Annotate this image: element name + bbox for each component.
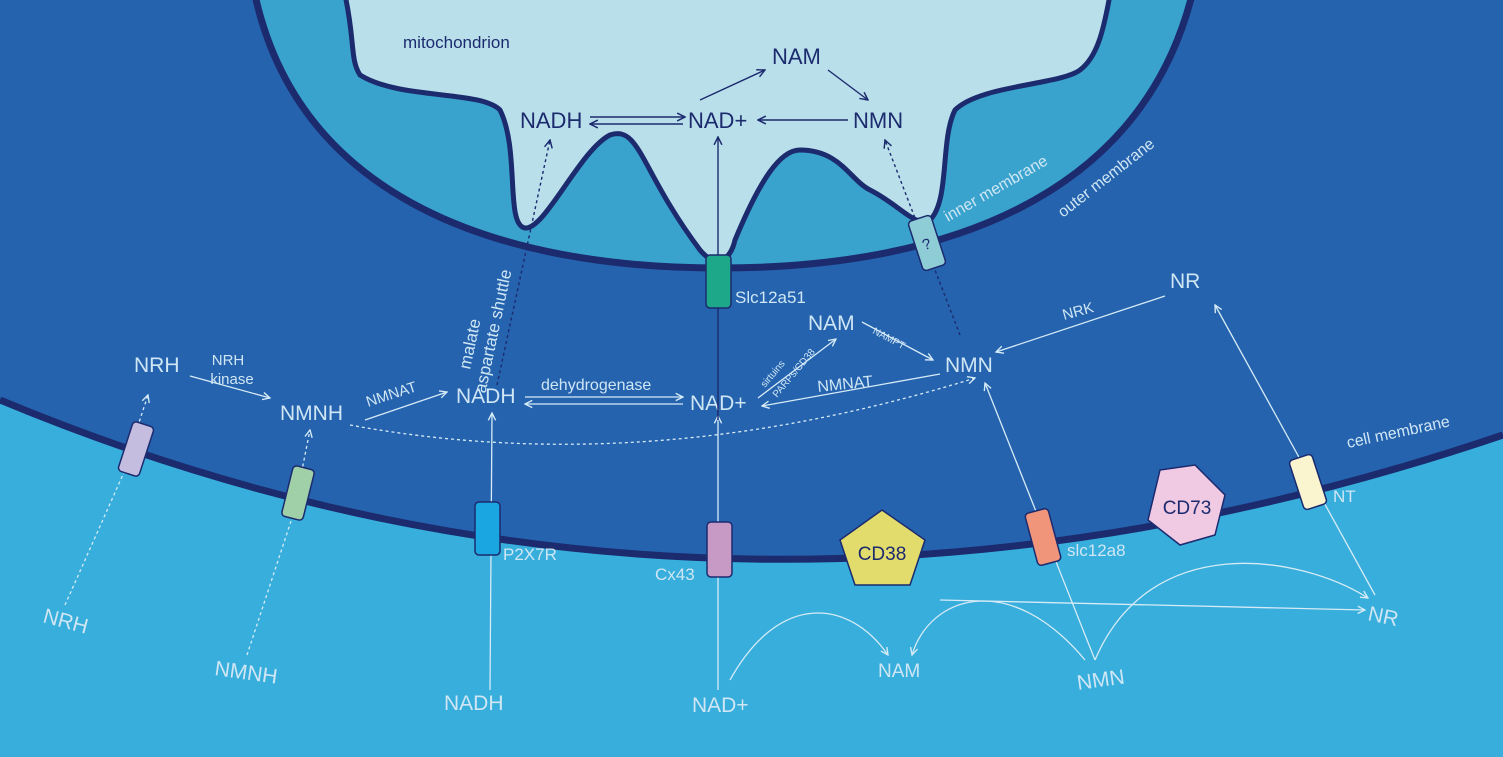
cd38-enzyme: CD38 [839, 509, 926, 586]
mito-nmn: NMN [853, 108, 903, 133]
nmnat-label-2: NMNAT [817, 373, 874, 396]
cx43-label: Cx43 [655, 565, 695, 584]
nr: NR [1170, 270, 1200, 293]
slc12a51-transporter [705, 254, 732, 309]
nmn: NMN [945, 354, 993, 377]
slc12a8-label: slc12a8 [1067, 541, 1126, 560]
nrh-transporter [117, 421, 155, 477]
cytoplasm-arrows [64, 290, 1376, 691]
nam: NAM [808, 312, 855, 335]
p2x7r-transporter [474, 501, 501, 556]
slc12a51-label: Slc12a51 [735, 288, 806, 307]
nmnh-transporter [281, 465, 315, 521]
slc12a8-transporter [1024, 507, 1062, 567]
mito-nad: NAD+ [688, 108, 747, 133]
svg-text:CD38: CD38 [858, 544, 907, 565]
nt-label: NT [1333, 487, 1356, 506]
extra-nad: NAD+ [692, 694, 749, 717]
nmnh: NMNH [280, 402, 343, 425]
dehydrogenase-label: dehydrogenase [541, 377, 651, 394]
p2x7r-label: P2X7R [503, 545, 557, 564]
unknown-transporter: ? [907, 214, 947, 272]
nadh: NADH [456, 385, 516, 408]
cd73-enzyme: CD73 [1147, 464, 1226, 546]
mito-nam: NAM [772, 44, 821, 69]
mitochondrion-label: mitochondrion [403, 33, 510, 52]
mitochondrion-inner [343, 0, 1112, 264]
cx43-transporter [706, 521, 733, 578]
nrh: NRH [134, 354, 180, 377]
svg-text:CD73: CD73 [1163, 498, 1212, 519]
extra-nadh: NADH [444, 692, 504, 715]
extra-nam: NAM [878, 661, 920, 682]
nt-transporter [1288, 453, 1328, 511]
cell-membrane [0, 396, 1503, 563]
mito-nadh: NADH [520, 108, 582, 133]
